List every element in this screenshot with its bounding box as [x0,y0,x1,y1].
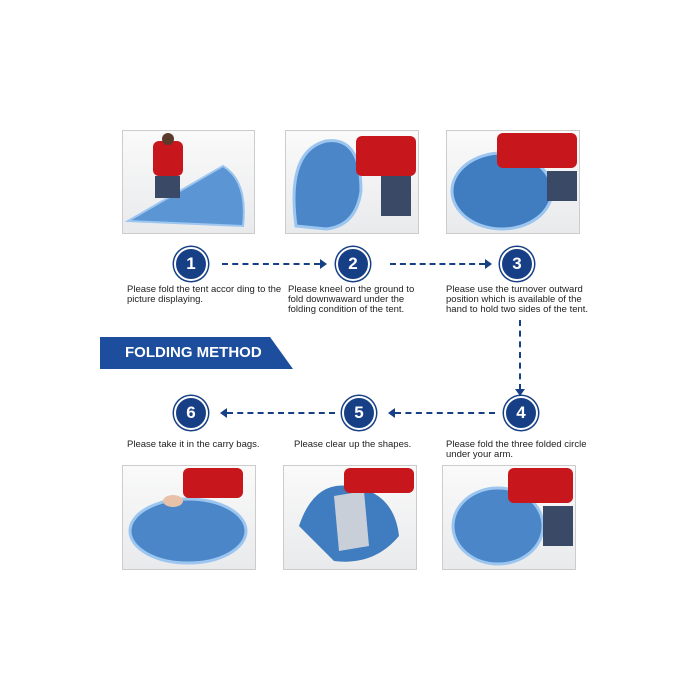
step-6-badge: 6 [174,396,208,430]
arrow-right-icon [485,259,492,269]
folding-method-banner: FOLDING METHOD [100,337,293,369]
step-6-photo [122,465,256,570]
arrow-right-icon [320,259,327,269]
step-2-photo [285,130,419,234]
step-4-badge: 4 [504,396,538,430]
step-3-text: Please use the turnover outward position… [446,284,589,315]
step-6-text: Please take it in the carry bags. [127,439,260,450]
arrow-3-4 [519,320,521,390]
step-5-badge: 5 [342,396,376,430]
arrow-2-3 [390,263,485,265]
arrow-left-icon [388,408,395,418]
step-2-badge: 2 [336,247,370,281]
step-1-text: Please fold the tent accor ding to the p… [127,284,282,305]
step-5-text: Please clear up the shapes. [294,439,412,450]
arrow-4-5 [395,412,495,414]
step-3-photo [446,130,580,234]
step-5-photo [283,465,417,570]
step-1-photo [122,130,255,234]
step-1-badge: 1 [174,247,208,281]
arrow-down-icon [515,389,525,396]
arrow-1-2 [222,263,320,265]
step-2-text: Please kneel on the ground to fold downw… [288,284,415,315]
arrow-left-icon [220,408,227,418]
step-4-photo [442,465,576,570]
step-3-badge: 3 [500,247,534,281]
arrow-5-6 [227,412,335,414]
step-4-text: Please fold the three folded circle unde… [446,439,587,460]
